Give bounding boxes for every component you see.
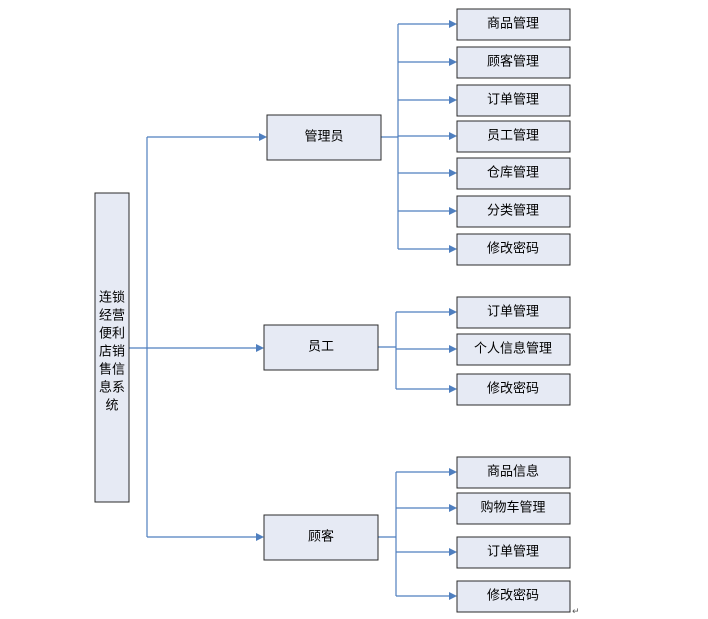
arrow-head: [449, 468, 457, 476]
function-label: 分类管理: [487, 204, 539, 219]
function-label: 员工管理: [487, 129, 539, 144]
arrow-head: [449, 385, 457, 393]
function-label: 购物车管理: [480, 500, 545, 516]
arrow-head: [449, 20, 457, 28]
arrow-head: [449, 245, 457, 253]
function-node: 商品信息: [456, 456, 571, 489]
function-label: 订单管理: [487, 545, 539, 560]
function-label: 商品管理: [487, 17, 539, 32]
function-label: 商品信息: [487, 464, 539, 480]
role-label: 员工: [308, 340, 334, 355]
function-label: 订单管理: [487, 305, 539, 320]
arrow-head: [449, 308, 457, 316]
role-node-customer: 顾客: [263, 514, 379, 561]
root-label-line: 连锁: [99, 290, 125, 306]
arrow-head: [449, 548, 457, 556]
function-label: 修改密码: [487, 588, 539, 604]
root-label-line: 售信: [99, 362, 125, 378]
function-label: 仓库管理: [487, 165, 539, 181]
function-node: 仓库管理: [456, 157, 571, 190]
function-node: 顾客管理: [456, 46, 571, 79]
function-node: 订单管理: [456, 536, 571, 569]
function-label: 顾客管理: [487, 54, 539, 70]
arrow-head: [449, 504, 457, 512]
arrow-head: [449, 345, 457, 353]
function-node: 订单管理: [456, 296, 571, 329]
function-label: 修改密码: [487, 241, 539, 257]
connector-lines: [129, 20, 457, 600]
role-label: 顾客: [308, 529, 334, 545]
function-node: 员工管理: [456, 120, 571, 153]
paragraph-mark: ↵: [572, 607, 580, 617]
function-node: 分类管理: [456, 195, 571, 228]
arrow-head: [449, 58, 457, 66]
function-node: 修改密码: [456, 373, 571, 406]
function-node: 个人信息管理: [456, 333, 571, 366]
root-label-line: 便利: [99, 327, 125, 342]
root-label-line: 店销: [99, 345, 125, 360]
root-node: 连锁 经营 便利 店销 售信 息系 统: [94, 192, 130, 503]
arrow-head: [449, 592, 457, 600]
function-node: 订单管理: [456, 84, 571, 117]
root-label-line: 息系: [99, 380, 125, 396]
root-label-line: 经营: [99, 309, 125, 324]
function-node: 修改密码: [456, 580, 571, 613]
arrow-head: [259, 133, 267, 141]
role-node-admin: 管理员: [266, 114, 382, 161]
arrow-head: [449, 207, 457, 215]
function-node: 购物车管理: [456, 492, 571, 525]
arrow-head: [449, 132, 457, 140]
arrow-head: [256, 344, 264, 352]
role-label: 管理员: [304, 130, 343, 145]
root-label-line: 统: [105, 399, 118, 414]
role-node-employee: 员工: [263, 324, 379, 371]
arrow-head: [449, 169, 457, 177]
arrow-head: [256, 533, 264, 541]
function-node: 商品管理: [456, 8, 571, 41]
arrow-head: [449, 96, 457, 104]
function-label: 个人信息管理: [474, 341, 552, 357]
function-label: 订单管理: [487, 93, 539, 108]
function-label: 修改密码: [487, 381, 539, 397]
function-node: 修改密码: [456, 233, 571, 266]
